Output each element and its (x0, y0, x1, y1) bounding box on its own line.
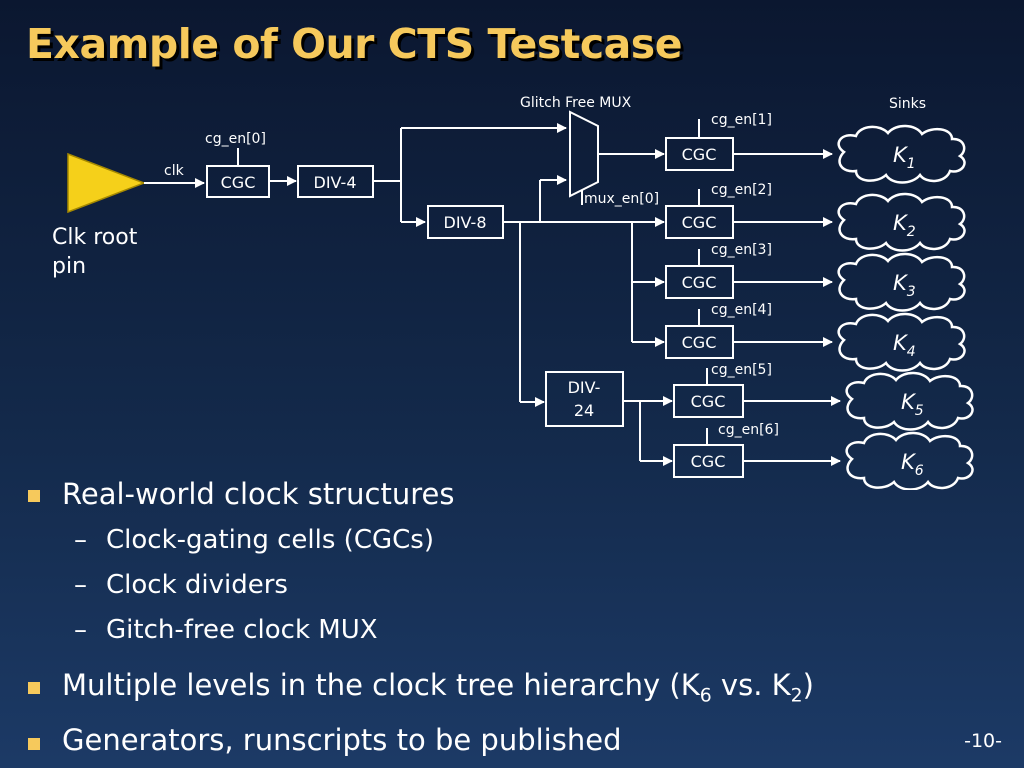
div24-label-line2: 24 (574, 401, 594, 420)
clock-tree-diagram: Glitch Free MUX Sinks (67, 95, 974, 490)
cgc-label-3: CGC (682, 273, 717, 292)
bullet-marker-1 (28, 490, 40, 502)
mux-label: Glitch Free MUX (520, 95, 632, 111)
cgc-label-4: CGC (682, 333, 717, 352)
bullet-multiple-levels: Multiple levels in the clock tree hierar… (62, 668, 814, 707)
sub-bullet-cgcs-text: Clock-gating cells (CGCs) (106, 525, 434, 555)
glitch-free-mux (569, 110, 599, 198)
div24-label-line1: DIV- (568, 378, 601, 397)
sink-label-5: K5 (901, 390, 924, 419)
sub-bullet-dividers: –Clock dividers (74, 570, 288, 600)
cgc-box-0 (206, 165, 270, 198)
cg-en-6-label: cg_en[6] (718, 422, 779, 438)
sink-label-1: K1 (893, 143, 916, 172)
cg-en-5-label: cg_en[5] (711, 362, 772, 378)
cgc-box-4 (665, 325, 734, 359)
div8-label: DIV-8 (444, 213, 487, 232)
sub-bullet-mux-text: Gitch-free clock MUX (106, 615, 378, 645)
cgc-label-0: CGC (221, 173, 256, 192)
div4-label: DIV-4 (314, 173, 357, 192)
sub-bullet-cgcs: –Clock-gating cells (CGCs) (74, 525, 434, 555)
cgc-box-3 (665, 265, 734, 299)
root-label-line1: Clk root (52, 225, 138, 250)
dash-2: – (74, 570, 87, 600)
cgc-label-6: CGC (691, 452, 726, 471)
cg-en-4-label: cg_en[4] (711, 302, 772, 318)
dash-1: – (74, 525, 87, 555)
sink-label-3: K3 (893, 271, 916, 300)
sub-bullet-dividers-text: Clock dividers (106, 570, 288, 600)
cgc-label-2: CGC (682, 213, 717, 232)
page-number: -10- (964, 730, 1002, 752)
b2-sub-a: 6 (699, 685, 712, 707)
dash-3: – (74, 615, 87, 645)
root-label-line2: pin (52, 254, 87, 279)
slide-title: Example of Our CTS Testcase (26, 20, 683, 68)
b2-pre: Multiple levels in the clock tree hierar… (62, 668, 700, 702)
cgc-box-5 (673, 384, 744, 418)
div24-box (545, 371, 624, 427)
cgc-box-6 (673, 444, 744, 478)
b2-post: ) (802, 668, 814, 702)
sub-bullet-mux: –Gitch-free clock MUX (74, 615, 378, 645)
clock-root-pin-label: Clk root pin (52, 223, 137, 281)
cg-en-3-label: cg_en[3] (711, 242, 772, 258)
cgc-box-1 (665, 137, 734, 171)
sink-label-6: K6 (901, 450, 924, 479)
b2-sub-b: 2 (790, 685, 803, 707)
b2-mid: vs. K (711, 668, 791, 702)
mux-en-label: mux_en[0] (584, 191, 659, 207)
clock-root-pin-icon (67, 152, 147, 214)
sink-label-2: K2 (893, 211, 916, 240)
bullet-marker-2 (28, 682, 40, 694)
clk-label: clk (164, 163, 185, 179)
sink-label-4: K4 (893, 331, 916, 360)
bullet-marker-3 (28, 738, 40, 750)
div4-box (297, 165, 374, 198)
cgc-label-5: CGC (691, 392, 726, 411)
cg-en-0-label: cg_en[0] (205, 131, 266, 147)
div8-box (427, 205, 504, 239)
bullet-generators: Generators, runscripts to be published (62, 723, 622, 757)
sinks-label: Sinks (889, 96, 926, 112)
cg-en-1-label: cg_en[1] (711, 112, 772, 128)
cg-en-2-label: cg_en[2] (711, 182, 772, 198)
bullet-real-world: Real-world clock structures (62, 477, 455, 511)
cgc-box-2 (665, 205, 734, 239)
cgc-label-1: CGC (682, 145, 717, 164)
